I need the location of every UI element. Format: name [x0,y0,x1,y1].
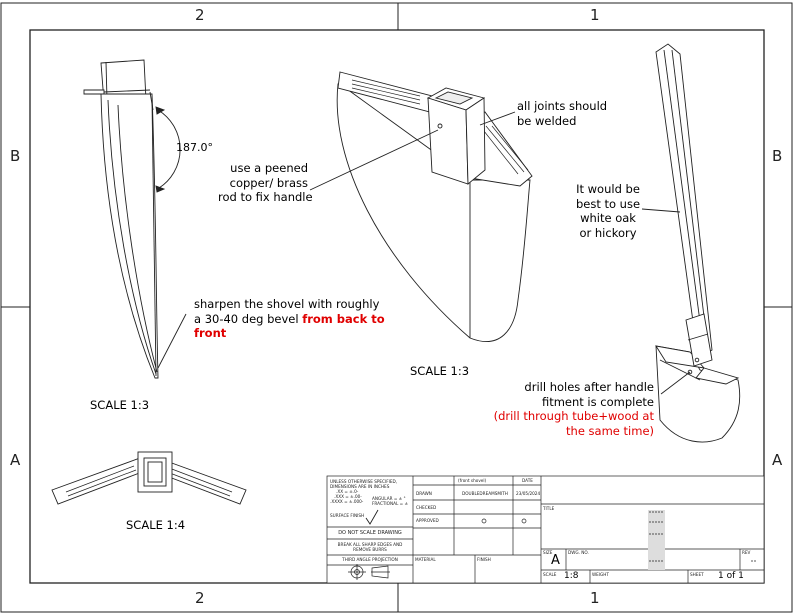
sheet-value: 1 of 1 [718,571,744,581]
wood-note-line-4: or hickory [579,226,637,241]
zone-label-bottom-2: 2 [195,589,205,607]
weight-label: WEIGHT [592,572,609,577]
sharpen-note-red-2: front [194,326,227,341]
iso-view-scale: SCALE 1:3 [410,364,470,378]
sheet-label: SHEET [690,572,704,577]
break-edges-line-1: BREAK ALL SHARP EDGES AND [337,542,403,547]
rev-label: REV [742,550,751,555]
surface-finish-label: SURFACE FINISH [330,513,365,518]
tolerance-line-2: DIMENSIONS ARE IN INCHES [330,484,390,490]
drill-note-red-1: (drill through tube+wood at [493,409,654,424]
tolerance-line-1: UNLESS OTHERWISE SPECIFIED, [330,479,398,484]
break-edges-note: BREAK ALL SHARP EDGES AND REMOVE BURRS [327,542,413,552]
side-view [83,59,187,379]
rod-note-line-1: use a peened [230,161,308,175]
do-not-scale-label: DO NOT SCALE DRAWING [338,530,402,536]
drawn-date: 23/05/2024 [516,491,541,496]
tolerance-line-3: .XX = ±.0- [336,489,359,495]
wood-note-line-3: white oak [580,211,636,226]
drill-note-line-1: drill holes after handle [524,380,654,394]
angular-line: ANGULAR = ± ° [372,496,406,501]
sharpen-note: sharpen the shovel with roughly a 30-40 … [194,297,385,341]
tolerance-line-5: .XXXX = ±.000- [330,499,364,505]
fractional-line: FRACTIONAL = ± [372,501,408,507]
sharpen-note-line-1: sharpen the shovel with roughly [194,297,380,311]
angular-tolerance: ANGULAR = ± ° FRACTIONAL = ± [372,496,408,506]
weld-note: all joints should be welded [517,99,607,128]
zone-label-right-a: A [772,451,783,469]
wood-note-line-2: best to use [575,196,641,211]
drawn-label: DRAWN [416,491,432,496]
title-label: TITLE [543,506,555,511]
sharpen-note-red-1: from back to [302,311,385,326]
rod-note-line-2: copper/ brass [229,175,308,190]
sharpen-note-line-2: a 30-40 deg bevel from back to [194,311,385,326]
rod-note-line-3: rod to fix handle [218,190,313,205]
tolerance-line-4: .XXX = ±.00- [334,494,362,500]
handle-view [641,43,741,443]
drawn-name: DOUBLEDREAMSMITH [462,491,508,496]
wood-note: It would be best to use white oak or hic… [568,182,648,241]
checked-label: CHECKED [416,505,437,510]
title-block [326,475,765,584]
top-view [51,451,247,505]
name-header: (front shovel) [458,478,487,483]
zone-ticks [1,3,792,612]
wood-note-line-1: It would be [576,182,640,196]
finish-label: FINISH [477,557,491,562]
weld-note-line-2: be welded [517,113,577,128]
zone-label-left-a: A [10,451,21,469]
tolerance-note: UNLESS OTHERWISE SPECIFIED, DIMENSIONS A… [330,479,397,504]
approved-label: APPROVED [416,518,439,523]
zone-label-right-b: B [772,147,783,165]
angle-dimension: 187.0° [176,141,213,154]
zone-label-bottom-1: 1 [590,589,600,607]
iso-view [309,71,533,342]
side-view-scale: SCALE 1:3 [90,398,150,412]
scale-label: SCALE [543,572,557,577]
drill-note-red-2: the same time) [566,424,654,439]
dwg-no-label: DWG. NO. [568,550,589,555]
projection-label: THIRD ANGLE PROJECTION [342,557,398,562]
material-label: MATERIAL [415,557,436,562]
size-label: SIZE [543,550,553,555]
zone-label-top-1: 1 [590,6,600,24]
drill-note: drill holes after handle fitment is comp… [470,380,654,439]
zone-label-top-2: 2 [195,6,205,24]
rod-note: use a peened copper/ brass rod to fix ha… [218,161,313,205]
zone-label-left-b: B [10,147,21,165]
drill-note-line-2: fitment is complete [541,394,654,409]
break-edges-line-2: REMOVE BURRS [353,547,387,553]
top-view-scale: SCALE 1:4 [126,518,186,532]
weld-note-line-1: all joints should [517,99,608,113]
size-value: A [551,553,560,568]
date-header: DATE [522,478,533,483]
scale-value: 1:8 [564,571,579,581]
